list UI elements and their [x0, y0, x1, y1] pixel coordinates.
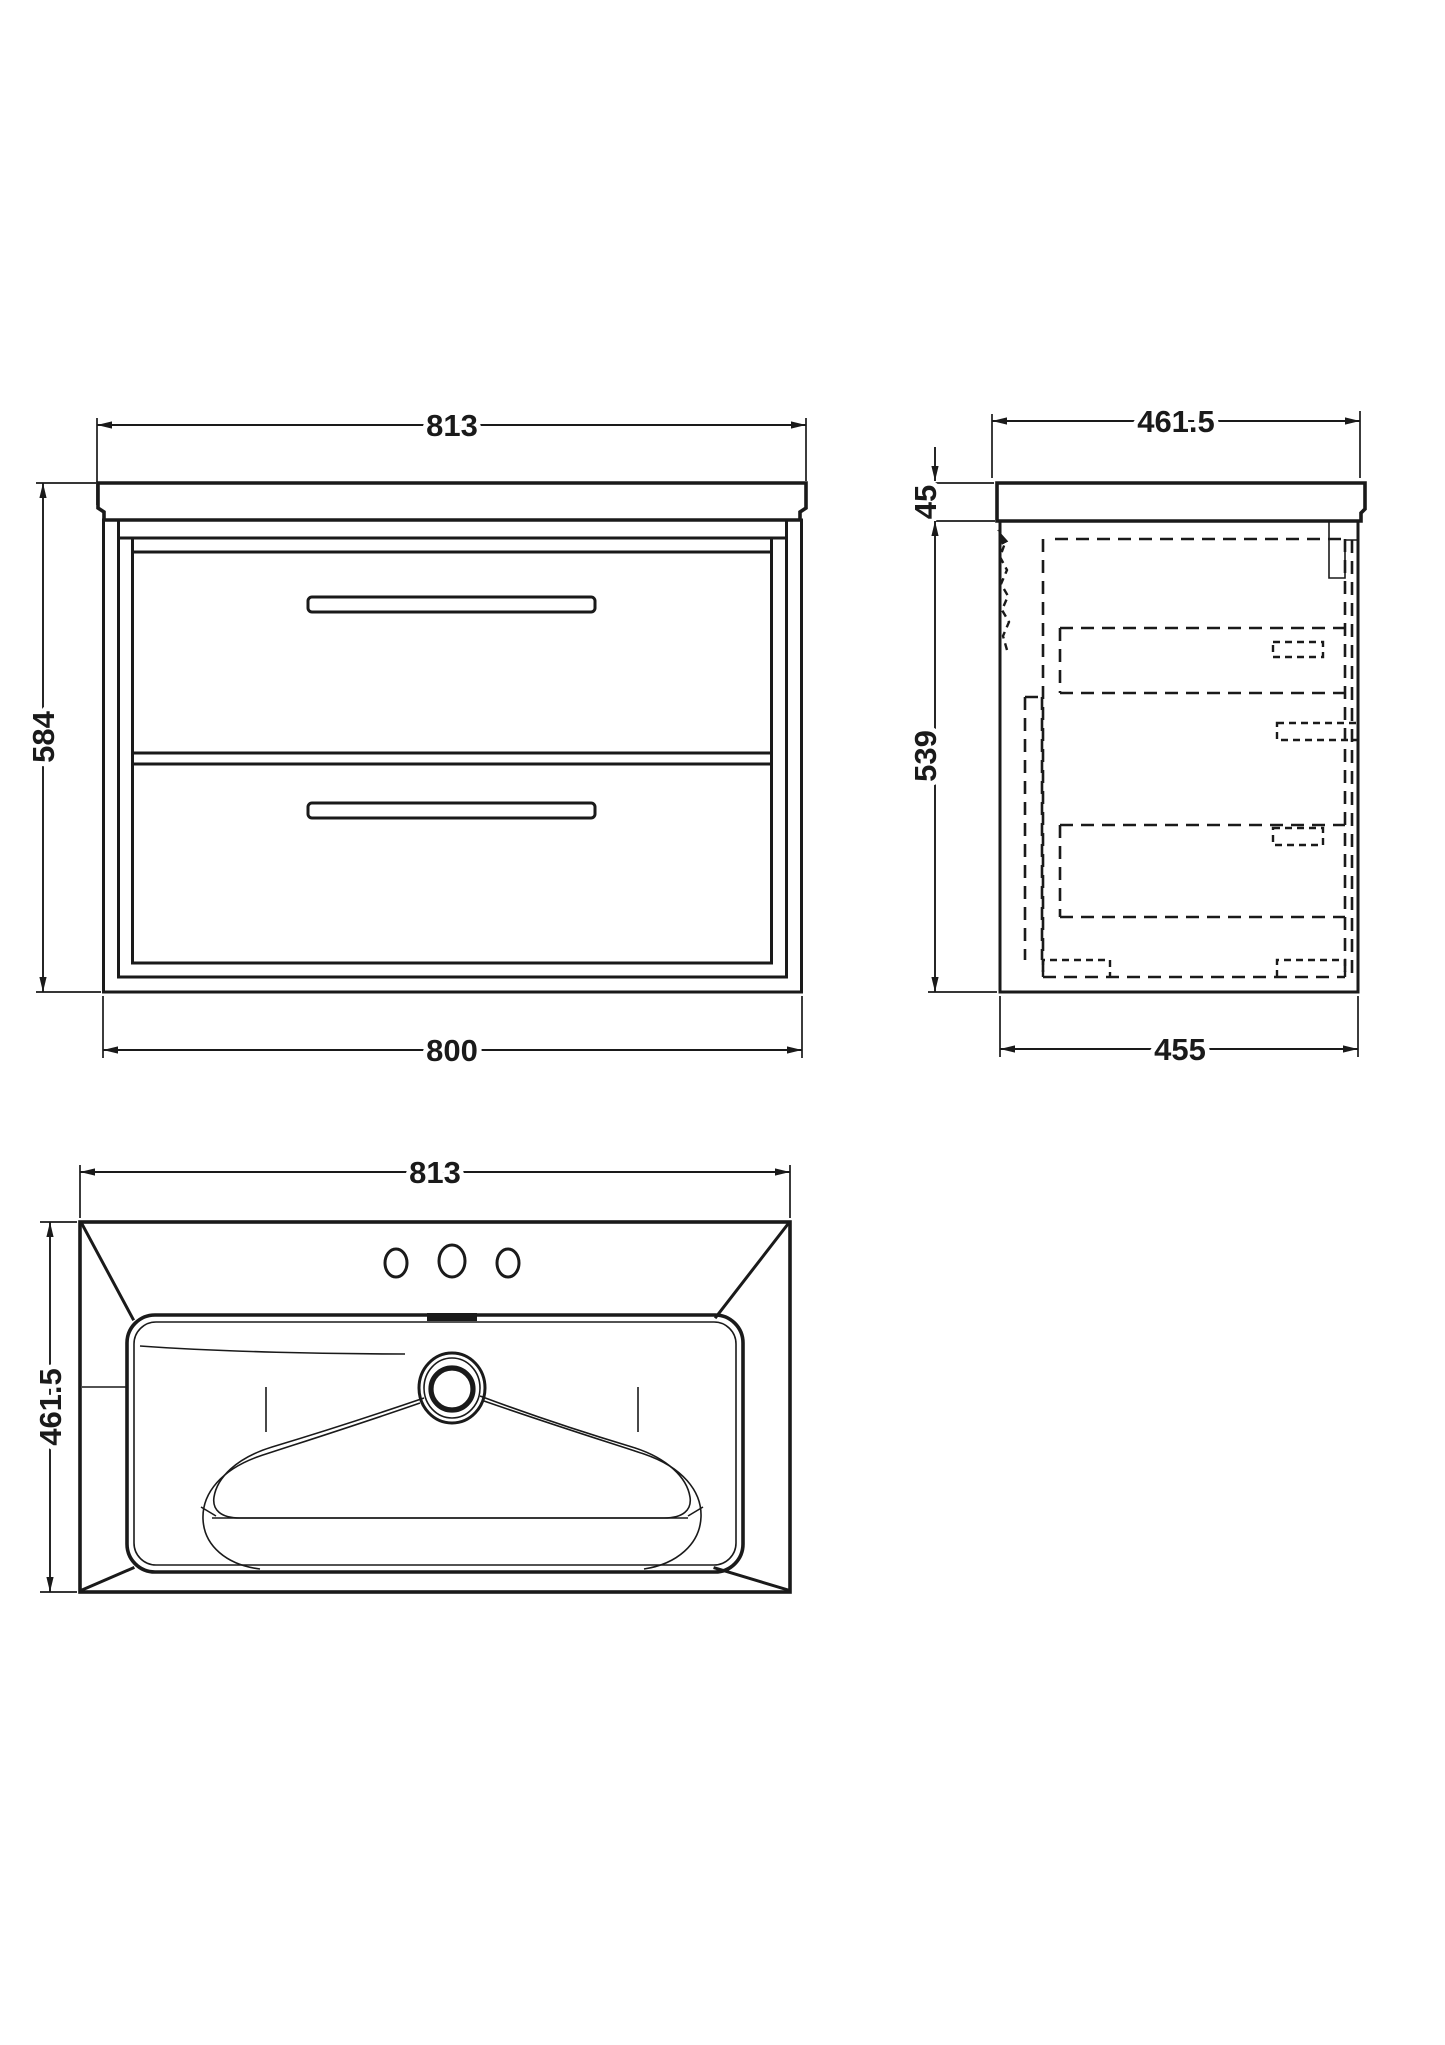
plan-tap-hole-center [437, 1243, 467, 1279]
plan-view: 813 461.5 [28, 1150, 792, 1594]
plan-waste-hole-outer [417, 1351, 487, 1425]
plan-tap-hole-left [383, 1247, 409, 1279]
dimension-label: 813 [409, 1155, 461, 1190]
plan-dim-basin-width: 813 [79, 1150, 791, 1218]
plan-bowl-inner-wall [212, 1395, 692, 1519]
plan-corner-diagonal-bl [80, 1566, 135, 1592]
plan-basin-rim-inner [133, 1321, 737, 1566]
plan-outer-edge [78, 1220, 792, 1594]
front-drawer1-handle [306, 595, 597, 614]
dimension-label: 800 [426, 1033, 478, 1068]
plan-corner-diagonal-tl [79, 1221, 136, 1322]
plan-bowl-outer-wall-left [202, 1402, 421, 1570]
plan-corner-diagonal-br [713, 1566, 790, 1592]
dimension-label: 455 [1154, 1032, 1206, 1067]
plan-band-cross-tick-right [687, 1506, 704, 1517]
side-dim-cabinet-depth: 455 [999, 996, 1359, 1072]
side-worktop-outline [995, 481, 1367, 523]
side-upper-runner-dashed [1271, 640, 1325, 659]
side-bottom-bracket-left-dashed [1041, 958, 1112, 977]
side-wall-bracket-squiggle [996, 529, 1011, 651]
extension-line [40, 1221, 77, 1593]
side-hanging-rail-notch [1328, 521, 1358, 579]
plan-waste-hole-mid [423, 1357, 481, 1419]
front-dim-cabinet-width: 800 [102, 996, 803, 1073]
side-upper-drawer-box-dashed [1058, 626, 1345, 695]
side-dim-overall-depth: 461.5 [991, 399, 1361, 478]
side-lower-runner-dashed [1271, 826, 1325, 847]
side-bottom-bracket-right-dashed [1275, 958, 1347, 977]
plan-bowl-outer-wall-right [483, 1400, 702, 1570]
plan-band-cross-tick-left [200, 1506, 217, 1517]
dimension-label: 461.5 [1137, 404, 1215, 439]
plan-tap-hole-right [495, 1247, 521, 1279]
dimension-label: 584 [26, 710, 61, 762]
front-dim-overall-width: 813 [96, 403, 807, 505]
front-drawer2-handle [306, 801, 597, 820]
side-drawer-front-strip-dashed [1023, 695, 1044, 960]
plan-waste-hole-inner [428, 1365, 476, 1413]
front-worktop-outline [96, 481, 808, 522]
extension-line [96, 418, 807, 505]
front-dim-overall-height: 584 [21, 482, 101, 993]
extension-line [991, 411, 1361, 478]
plan-corner-diagonal-tr [713, 1221, 791, 1320]
side-dim-cabinet-height: 539 [903, 521, 997, 993]
side-middle-runner-dashed [1275, 721, 1360, 742]
dimension-label: 461.5 [33, 1368, 68, 1446]
plan-basin-rim-outer [125, 1313, 745, 1574]
extension-line [928, 482, 995, 522]
plan-dim-basin-depth: 461.5 [28, 1221, 77, 1593]
side-lower-drawer-box-dashed [1058, 823, 1345, 919]
dimension-label: 539 [908, 730, 943, 782]
plan-rim-detail-line [139, 1345, 406, 1355]
side-interior-outline-dashed [1043, 537, 1347, 979]
front-view: 813 584 800 [21, 403, 808, 1073]
dimension-label: 813 [426, 408, 478, 443]
side-view: 461.5 45 539 455 [903, 399, 1367, 1072]
dimension-label: 45 [908, 485, 943, 519]
side-dim-worktop-thickness: 45 [903, 447, 995, 524]
